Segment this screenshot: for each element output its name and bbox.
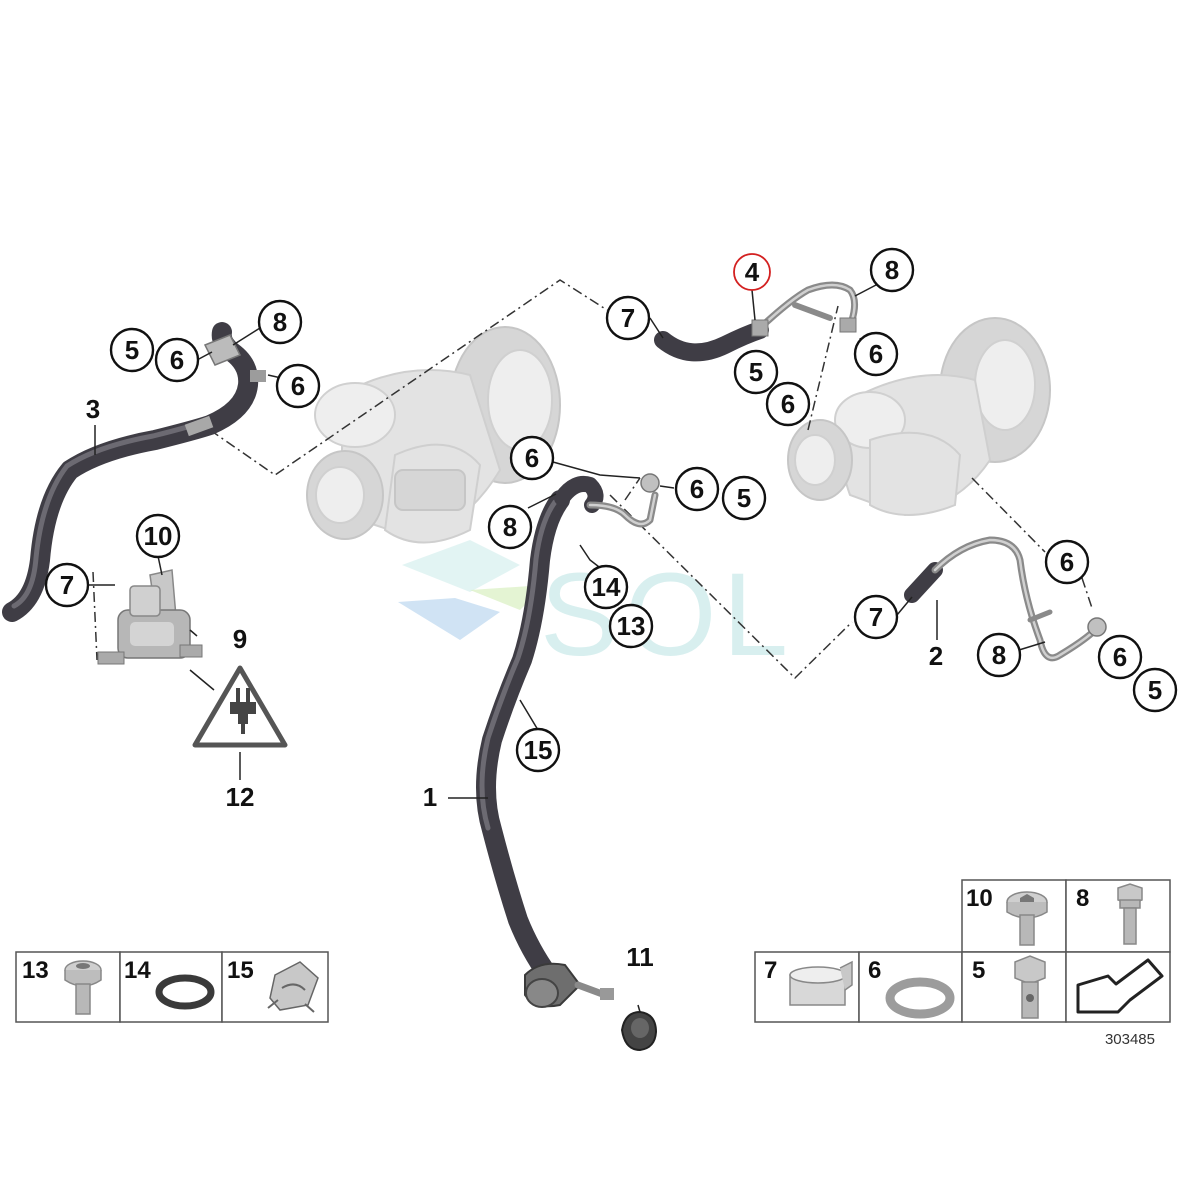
- electrical-connector-warning-icon: [192, 665, 288, 748]
- arrow-symbol-icon: [1076, 958, 1164, 1014]
- svg-text:8: 8: [992, 640, 1006, 670]
- callout-6-center: 6: [509, 435, 555, 481]
- legend-label-8: 8: [1076, 885, 1089, 912]
- legend-label-15: 15: [227, 957, 254, 984]
- legend-table-left: 13 14 15: [15, 951, 329, 1023]
- callout-8-center: 8: [487, 504, 533, 550]
- hose-part-1: [476, 473, 660, 1008]
- svg-text:14: 14: [592, 572, 621, 602]
- svg-text:5: 5: [125, 335, 139, 365]
- callout-6-right-turbo: 6: [853, 331, 899, 377]
- svg-text:6: 6: [690, 474, 704, 504]
- bolt-8-icon: [1117, 883, 1143, 945]
- callout-13: 13: [608, 603, 654, 649]
- hose-part-4: [654, 281, 859, 362]
- callout-8-left: 8: [257, 299, 303, 345]
- callout-7-top: 7: [605, 295, 651, 341]
- svg-text:6: 6: [781, 389, 795, 419]
- hose-clamp-7-icon: [789, 960, 853, 1006]
- torx-bolt-10-icon: [1006, 891, 1048, 946]
- callout-6-center-right: 6: [674, 466, 720, 512]
- svg-text:7: 7: [60, 570, 74, 600]
- bolt-13-icon: [64, 960, 102, 1015]
- svg-text:6: 6: [170, 345, 184, 375]
- callout-5-center-right: 5: [721, 475, 767, 521]
- callout-5-left: 5: [109, 327, 155, 373]
- right-turbocharger-illustration: [787, 317, 1051, 517]
- callout-14: 14: [583, 564, 629, 610]
- legend-label-10: 10: [966, 885, 993, 912]
- callout-6-right-b: 6: [1097, 634, 1143, 680]
- svg-text:10: 10: [144, 521, 173, 551]
- left-turbocharger-illustration: [306, 326, 561, 544]
- callout-4-highlighted: 4: [733, 253, 771, 291]
- svg-text:6: 6: [291, 371, 305, 401]
- label-part-3: 3: [86, 394, 100, 424]
- svg-text:6: 6: [1113, 642, 1127, 672]
- leader-lines: [88, 284, 1046, 1013]
- callout-5-right: 5: [1132, 667, 1178, 713]
- svg-text:6: 6: [525, 443, 539, 473]
- svg-text:7: 7: [621, 303, 635, 333]
- legend-label-6: 6: [868, 957, 881, 984]
- callout-10-valve: 10: [135, 513, 181, 559]
- svg-text:5: 5: [749, 357, 763, 387]
- svg-text:8: 8: [273, 307, 287, 337]
- plug-part-11: [620, 1010, 658, 1052]
- callout-8-right: 8: [976, 632, 1022, 678]
- legend-label-14: 14: [124, 957, 151, 984]
- legend-table-right: 10 8 7 6 5: [754, 879, 1171, 1023]
- svg-text:13: 13: [617, 611, 646, 641]
- svg-text:11: 11: [626, 942, 654, 972]
- diagram-reference-number: 303485: [1105, 1031, 1155, 1048]
- svg-text:5: 5: [737, 483, 751, 513]
- assembly-lines: [92, 279, 1093, 680]
- watermark-text: SOL: [540, 549, 794, 681]
- banjo-bolt-5-icon: [1014, 955, 1046, 1019]
- svg-text:6: 6: [1060, 547, 1074, 577]
- callout-6-left-b: 6: [275, 363, 321, 409]
- label-part-12: 12: [226, 782, 255, 812]
- hose-part-2: [904, 536, 1107, 662]
- legend-label-5: 5: [972, 957, 985, 984]
- svg-text:5: 5: [1148, 675, 1162, 705]
- seal-ring-6-icon: [885, 977, 955, 1019]
- callout-7-left: 7: [44, 562, 90, 608]
- svg-text:15: 15: [524, 735, 553, 765]
- callout-6-left: 6: [154, 337, 200, 383]
- callout-7-right: 7: [853, 594, 899, 640]
- legend-label-13: 13: [22, 957, 49, 984]
- valve-part-9: [97, 569, 203, 665]
- label-part-9: 9: [233, 624, 247, 654]
- callout-15: 15: [515, 727, 561, 773]
- svg-text:8: 8: [503, 512, 517, 542]
- watermark-logo: SOL: [398, 540, 794, 681]
- svg-text:6: 6: [869, 339, 883, 369]
- callout-6-top-mid: 6: [765, 381, 811, 427]
- callout-6-right: 6: [1044, 539, 1090, 585]
- legend-label-7: 7: [764, 957, 777, 984]
- svg-text:8: 8: [885, 255, 899, 285]
- callout-8-top-right: 8: [869, 247, 915, 293]
- svg-text:7: 7: [869, 602, 883, 632]
- callout-11-label: 11: [626, 942, 654, 972]
- svg-text:4: 4: [745, 257, 760, 287]
- label-part-2: 2: [929, 641, 943, 671]
- label-part-1: 1: [423, 782, 437, 812]
- clip-15-icon: [267, 961, 319, 1013]
- callout-5-top-mid: 5: [733, 349, 779, 395]
- hose-part-3: [2, 322, 266, 622]
- oring-14-icon: [155, 974, 215, 1010]
